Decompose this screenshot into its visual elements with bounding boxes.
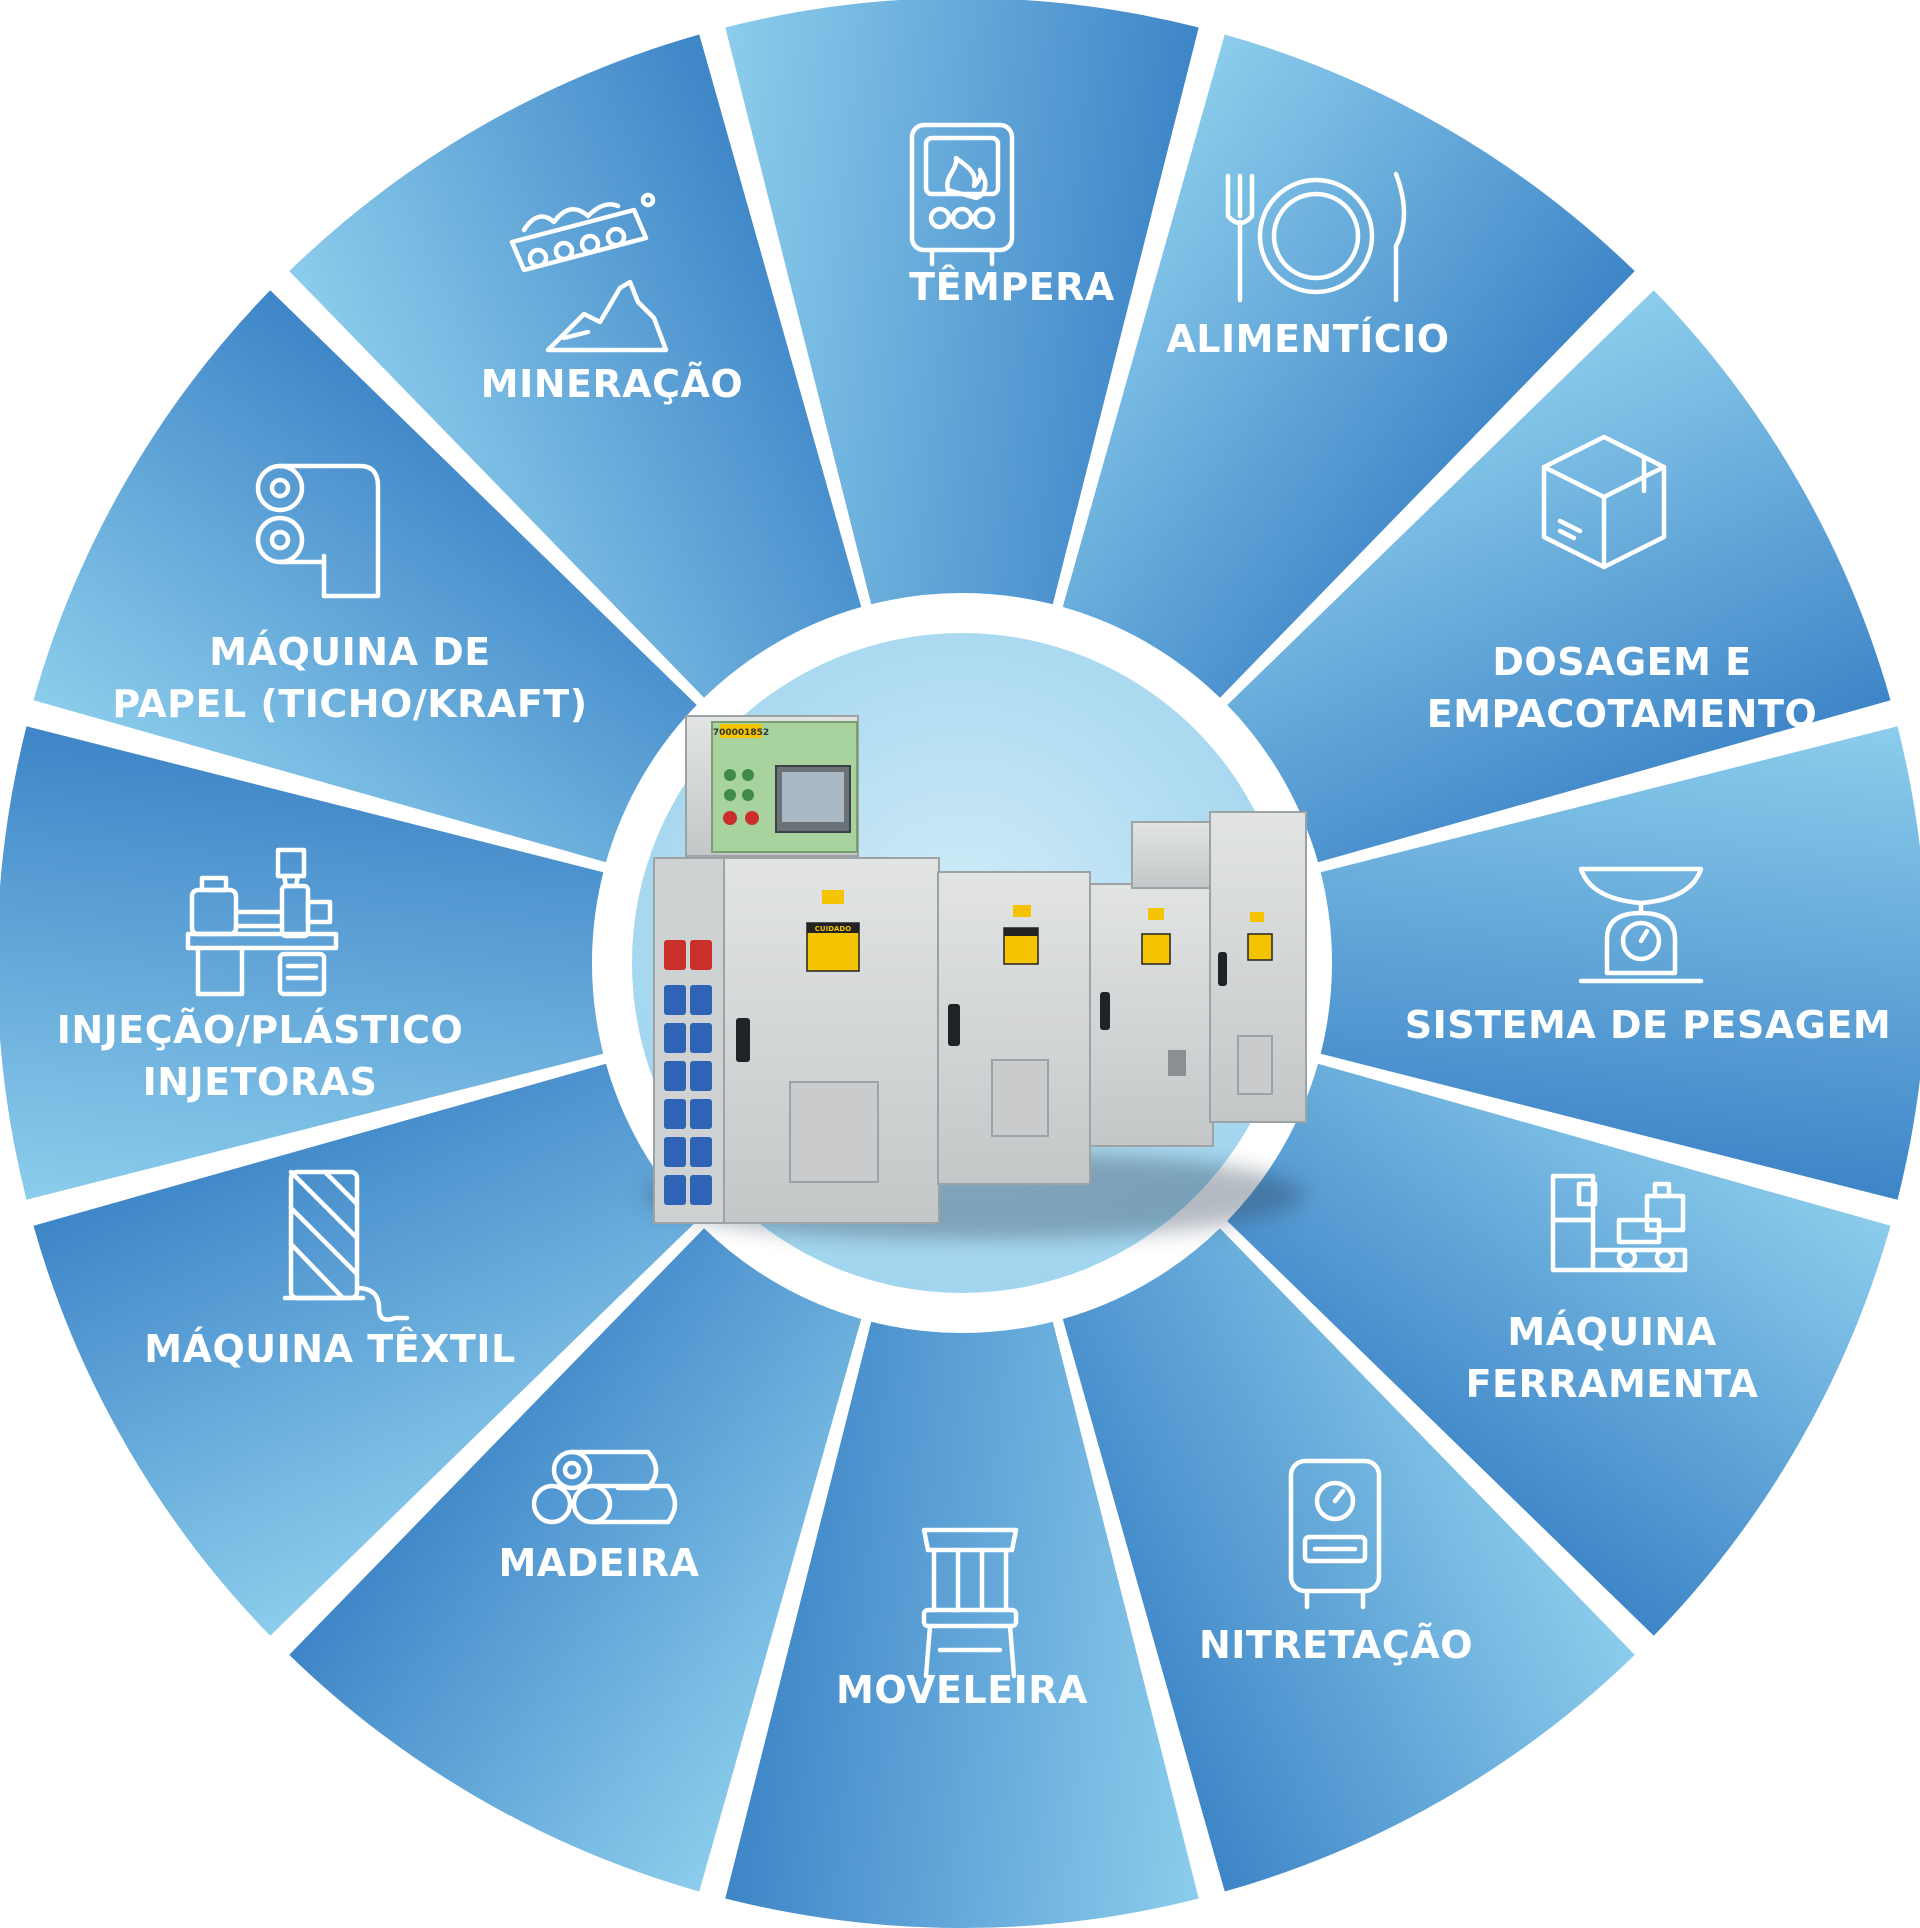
socket	[664, 1137, 686, 1167]
segment-label: TÊMPERA	[909, 265, 1115, 309]
socket	[664, 1061, 686, 1091]
warning-label-text: CUIDADO	[815, 925, 851, 933]
segment-scale	[1320, 726, 1920, 1200]
socket	[690, 1137, 712, 1167]
panel-id-tag	[720, 724, 762, 738]
segment-logs	[289, 1228, 862, 1892]
segment-label: ALIMENTÍCIO	[1166, 317, 1449, 361]
socket	[664, 1175, 686, 1205]
socket	[690, 1099, 712, 1129]
icons-layer	[185, 122, 1704, 1679]
warning-labels: CUIDADO	[806, 890, 1273, 972]
box-icon	[1541, 434, 1667, 570]
panel-id-text: 700001852	[713, 728, 769, 738]
injection-machine-icon	[185, 847, 339, 997]
socket	[690, 1061, 712, 1091]
thread-spool-icon	[282, 1169, 410, 1322]
segment-label: MINERAÇÃO	[481, 362, 743, 406]
scale-icon	[1578, 866, 1704, 984]
segment-mining-conveyor	[289, 34, 862, 698]
lathe-icon	[1550, 1173, 1688, 1273]
boiler-icon	[1288, 1458, 1382, 1610]
socket	[690, 1023, 712, 1053]
segment-label: MADEIRA	[498, 1541, 699, 1585]
segment-injection-machine	[0, 726, 604, 1200]
socket	[690, 1175, 712, 1205]
segment-plate-cutlery	[1062, 34, 1635, 698]
segment-label: NITRETAÇÃO	[1199, 1623, 1473, 1667]
segment-label: SISTEMA DE PESAGEM	[1405, 1003, 1892, 1047]
vent-grilles	[789, 1035, 1273, 1183]
logs-icon	[531, 1449, 678, 1525]
segment-box	[1227, 290, 1891, 863]
paper-roll-icon	[255, 463, 381, 599]
electrical-panel-image: 700001852 CUIDADO	[645, 715, 1307, 1240]
segment-thread-spool	[33, 1063, 697, 1636]
furnace-icon	[909, 122, 1015, 267]
socket-column	[664, 940, 712, 1205]
segment-paper-roll	[33, 290, 697, 863]
socket	[690, 985, 712, 1015]
chair-icon	[921, 1527, 1019, 1679]
plate-cutlery-icon	[1225, 171, 1407, 303]
segment-label: MÁQUINA TÊXTIL	[144, 1327, 515, 1371]
segment-label: MOVELEIRA	[836, 1668, 1088, 1712]
socket	[664, 1023, 686, 1053]
socket	[690, 940, 712, 970]
segment-lathe	[1227, 1063, 1891, 1636]
socket	[664, 940, 686, 970]
socket	[664, 985, 686, 1015]
segment-furnace	[725, 0, 1199, 605]
mining-conveyor-icon	[509, 192, 669, 353]
socket	[664, 1099, 686, 1129]
